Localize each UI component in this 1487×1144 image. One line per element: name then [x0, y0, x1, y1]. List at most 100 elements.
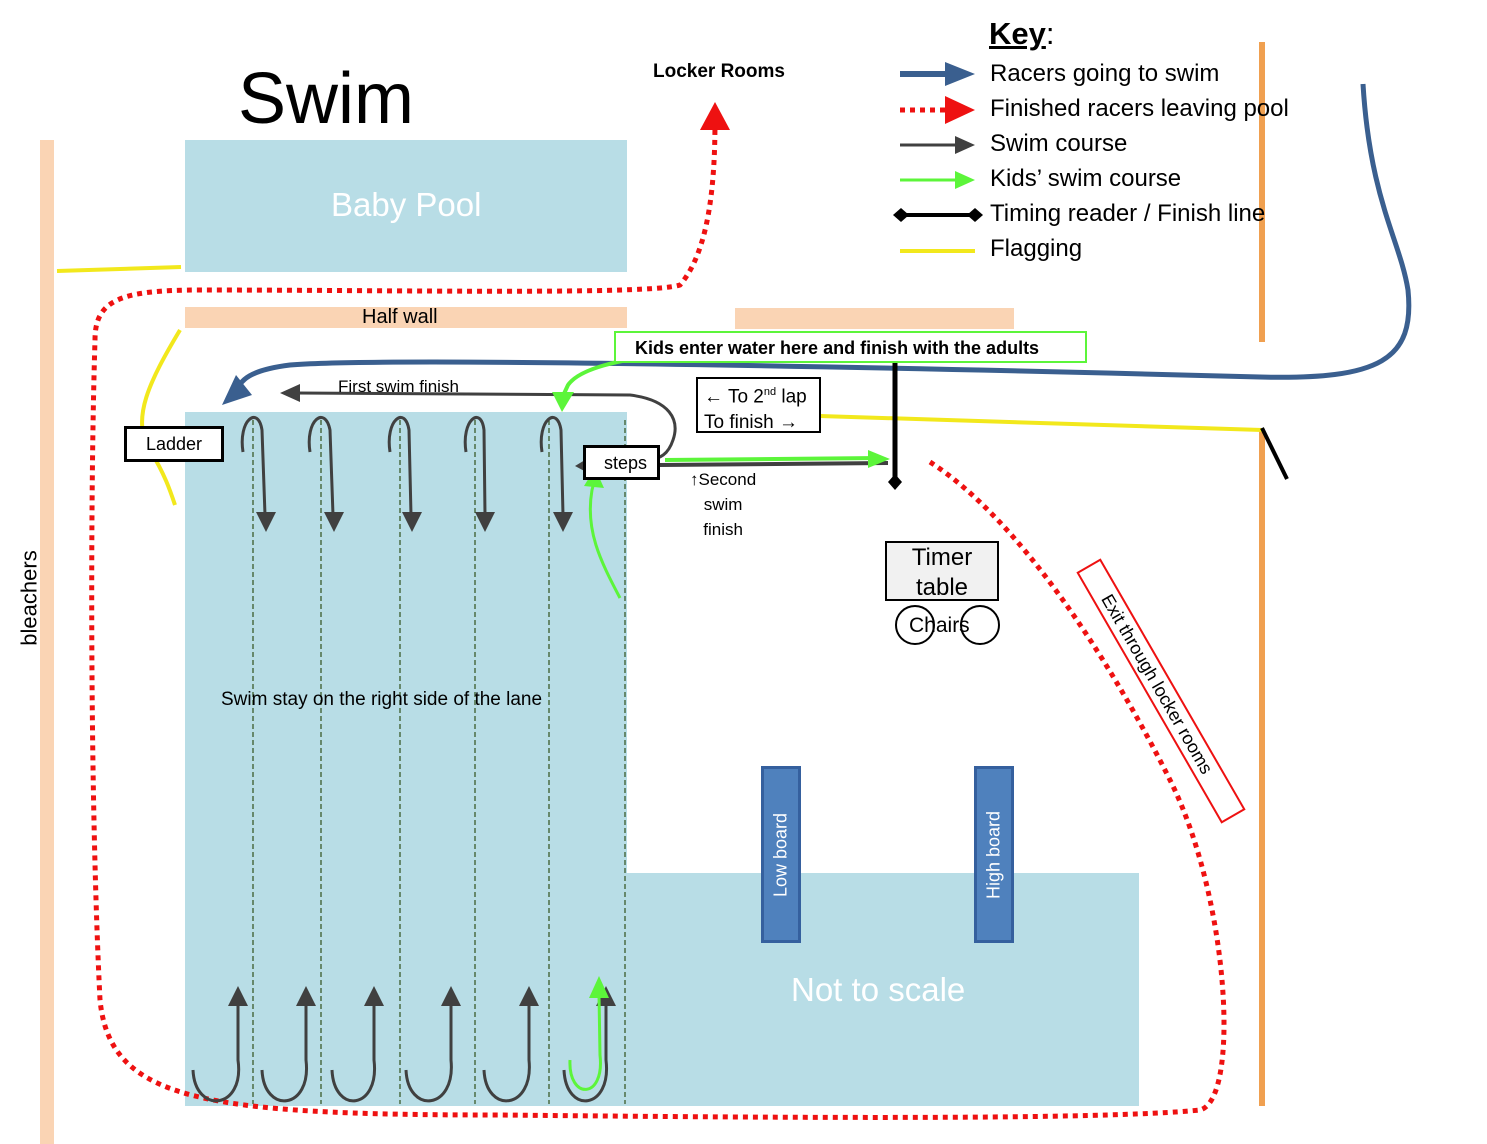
- key-item-kids: Kids’ swim course: [990, 165, 1182, 192]
- kids-steps-path: [588, 477, 622, 599]
- kids-bottom-head: [589, 976, 609, 998]
- bottom-turn-head: [228, 986, 248, 1006]
- to-second-lap-line: ← To 2nd lap: [704, 379, 819, 410]
- racers-arrowhead: [222, 375, 252, 405]
- bottom-turn: [191, 1002, 241, 1103]
- high-board-label: High board: [983, 810, 1004, 899]
- high-board: High board: [974, 766, 1014, 943]
- first-finish-label: First swim finish: [338, 377, 459, 396]
- second-finish-dark: [659, 461, 889, 467]
- first-finish-arrowhead: [280, 384, 300, 402]
- key-symbol-finished-head: [945, 96, 975, 124]
- exit-arrowhead: [700, 102, 730, 130]
- key-symbol-timing-end: [893, 208, 909, 222]
- kids-enter-label: Kids enter water here and finish with th…: [635, 338, 1040, 358]
- bottom-turn-head: [519, 986, 539, 1006]
- second-finish-green: [664, 456, 881, 462]
- main-pool: [185, 412, 627, 1106]
- steps-box: steps: [583, 445, 660, 480]
- top-turn: [387, 416, 413, 516]
- timer-table: Timer table: [885, 541, 999, 601]
- chair: [895, 605, 935, 645]
- kids-entry-arrowhead: [552, 392, 574, 412]
- top-turn-heads: [256, 512, 573, 532]
- racers-path: [233, 83, 1412, 393]
- key-symbol-kids-head: [955, 171, 975, 189]
- baby-pool-label: Baby Pool: [331, 186, 482, 223]
- flagging-line-right: [819, 414, 1263, 432]
- key-item-timing: Timing reader / Finish line: [990, 200, 1266, 227]
- bottom-turn: [562, 1002, 608, 1103]
- second-finish-line1: ↑Second: [690, 470, 757, 489]
- half-wall-label: Half wall: [362, 306, 438, 328]
- half-wall: Half wall: [185, 306, 627, 328]
- kids-bottom-turn: [568, 994, 602, 1091]
- key-symbol-racers-head: [945, 62, 975, 86]
- bottom-turn-head: [441, 986, 461, 1006]
- not-to-scale-label: Not to scale: [791, 971, 966, 1008]
- timing-end-bottom: [888, 474, 902, 490]
- top-turn-head: [475, 512, 495, 532]
- top-turn-head: [553, 512, 573, 532]
- second-finish-label: ↑Second swim finish: [690, 467, 756, 542]
- gate-line: [1260, 427, 1289, 480]
- to-finish-text: To finish: [704, 412, 774, 434]
- key-item-racers: Racers going to swim: [990, 60, 1220, 87]
- key-item-course: Swim course: [990, 130, 1128, 157]
- top-turn-head: [256, 512, 276, 532]
- bottom-turn: [482, 1002, 531, 1103]
- top-turn: [240, 416, 267, 516]
- bottom-turn: [330, 1002, 376, 1103]
- bleachers-bar: [40, 140, 54, 1144]
- key-symbols: [893, 62, 983, 253]
- bottom-turn-heads: [228, 986, 616, 1006]
- lane-note: Swim stay on the right side of the lane: [221, 689, 543, 710]
- baby-pool: Baby Pool: [185, 140, 627, 272]
- to-second-lap-text2: lap: [776, 386, 807, 408]
- locker-rooms-label: Locker Rooms: [653, 61, 785, 82]
- chairs-label: Chairs: [909, 614, 970, 637]
- page-title: Swim: [238, 59, 414, 139]
- low-board-label: Low board: [770, 812, 791, 897]
- lane-lines: [252, 420, 626, 1104]
- half-wall-right: [735, 308, 1014, 329]
- top-turn-head: [324, 512, 344, 532]
- key-symbol-timing-end: [967, 208, 983, 222]
- exit-path: [89, 119, 1227, 1120]
- chair: [960, 605, 1000, 645]
- top-turn: [539, 416, 565, 516]
- ladder-box: Ladder: [124, 426, 224, 462]
- second-finish-line2: swim: [703, 495, 743, 514]
- key-heading: Key:: [989, 16, 1055, 52]
- to-finish-line: To finish →: [704, 410, 819, 436]
- right-post-lower: [1259, 430, 1265, 1106]
- low-board: Low board: [761, 766, 801, 943]
- key-heading-text: Key: [989, 16, 1046, 51]
- steps-label: steps: [603, 453, 648, 473]
- second-finish-line3: finish: [703, 520, 743, 539]
- top-turn: [307, 416, 335, 516]
- kids-enter-box: Kids enter water here and finish with th…: [614, 331, 1087, 363]
- to-second-lap-text: To 2: [727, 386, 764, 408]
- key-heading-colon: :: [1045, 16, 1055, 51]
- left-arrow-glyph: ←: [704, 386, 723, 408]
- right-post: [1259, 42, 1265, 342]
- top-turn-head: [402, 512, 422, 532]
- lap-direction-box: ← To 2nd lap To finish →: [696, 377, 821, 433]
- top-turns: [240, 416, 565, 516]
- timer-table-line2: table: [915, 574, 969, 601]
- flagging-line-left: [140, 328, 182, 506]
- flagging-line-top: [56, 265, 182, 273]
- key-item-flagging: Flagging: [990, 235, 1083, 262]
- ladder-label: Ladder: [145, 434, 203, 454]
- diving-pool: Not to scale: [627, 873, 1139, 1106]
- bottom-turn: [260, 1002, 308, 1103]
- bottom-turn-head: [364, 986, 384, 1006]
- bottom-turn-head: [296, 986, 316, 1006]
- to-second-lap-sup: nd: [763, 386, 777, 398]
- key-symbol-course-head: [955, 136, 975, 154]
- bottom-turns: [191, 1002, 608, 1103]
- bottom-turn: [404, 1002, 453, 1103]
- second-finish-arrowhead: [868, 450, 890, 468]
